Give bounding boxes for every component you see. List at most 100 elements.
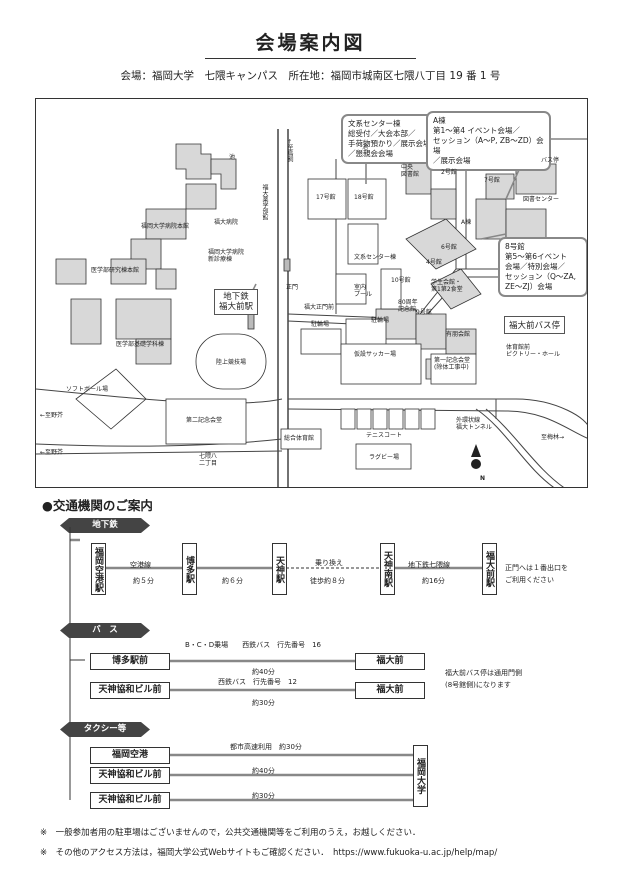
map-label: テニスコート [366, 432, 403, 439]
callout-line: セッション（A～P, ZB～ZD）会場 [433, 136, 544, 155]
footnote: ※ その他のアクセス方法は，福岡大学公式Webサイトもご確認ください． http… [40, 848, 498, 858]
title-underline [205, 58, 416, 59]
subway-transfer: 乗り換え [315, 559, 343, 567]
callout-building-8: 8号館 第5～第6イベント 会場／特別会場／ セッション（Q～ZA, ZE～ZJ… [498, 237, 587, 297]
station-fukudaimae: 福大前駅 [482, 543, 497, 595]
bus-label: バ ス [60, 623, 150, 638]
map-label: バス停 [541, 157, 560, 164]
map-label: 外環状線 福大トンネル [456, 417, 492, 431]
callout-line: A棟 [433, 116, 446, 125]
callout-line: 手荷物預かり／展示会場 [348, 139, 431, 148]
subway-seg4-time: 約16分 [422, 577, 445, 585]
bus-route1-time: 約40分 [252, 668, 275, 676]
taxi-route1-line: 都市高速利用 約30分 [230, 743, 302, 751]
bus-route2-to: 福大前 [355, 682, 425, 699]
callout-a-building: A棟 第1～第4 イベント会場／ セッション（A～P, ZB～ZD）会場 ／展示… [426, 111, 551, 171]
taxi-route2-time: 約40分 [252, 767, 275, 775]
callout-line: ／懇親会会場 [348, 149, 393, 158]
map-label: 6号館 [441, 244, 457, 251]
map-label: 仮設サッカー場 [354, 351, 397, 358]
map-label: 10号館 [391, 277, 411, 284]
map-label: A棟 [461, 219, 472, 226]
map-label: 陸上競技場 [216, 359, 247, 366]
map-label: 七隈八 二丁目 [199, 453, 218, 467]
callout-line: 第1～第4 イベント会場／ [433, 126, 520, 135]
subway-transfer-walk: 徒歩約８分 [310, 577, 345, 585]
map-label: 体育館前 ピクトリー・ホール [506, 344, 561, 358]
subway-exit-note: ご利用ください [505, 576, 554, 584]
map-label: ラグビー場 [369, 454, 400, 461]
map-label: 福大薬学部館 [261, 184, 268, 220]
map-label: 福岡大学病院本館 [141, 223, 190, 230]
venue-address: 会場：福岡大学 七隈キャンパス 所在地：福岡市城南区七隈八丁目 19 番 1 号 [120, 70, 501, 82]
map-label: 文系センター棟 [354, 254, 397, 261]
map-label: 駐輪場 [311, 321, 330, 328]
callout-line: ZE～ZJ）会場 [505, 282, 553, 291]
map-label: 80周年 記念館 [398, 299, 418, 313]
footnote: ※ 一般参加者用の駐車場はございませんので，公共交通機関等をご利用のうえ，お越し… [40, 828, 421, 838]
map-label: 福岡大学病院 新診療棟 [208, 249, 245, 263]
bus-stop-note: 福大前バス停は通用門側 [445, 669, 522, 677]
station-tenjin: 天神駅 [272, 543, 287, 595]
station-line: 地下鉄 [223, 292, 249, 302]
map-label: ←至野芥 [40, 412, 64, 419]
map-label: 至梅林→ [541, 434, 565, 441]
taxi-route1-from: 福岡空港 [90, 747, 170, 764]
map-drawing [36, 129, 587, 487]
north-arrow [471, 444, 481, 469]
station-fukuoka-airport: 福岡空港駅 [91, 543, 106, 595]
bus-route2-from: 天神協和ビル前 [90, 682, 170, 699]
subway-label: 地下鉄 [60, 518, 150, 533]
map-label: 中央 図書館 [401, 164, 420, 178]
map-label: 7号館 [484, 177, 500, 184]
map-label: 総合体育館 [284, 435, 315, 442]
taxi-route2-from: 天神協和ビル前 [90, 767, 170, 784]
bus-route1-line: B・C・D乗場 西鉄バス 行先番号 16 [185, 641, 321, 649]
map-label: 池 [362, 144, 369, 151]
taxi-route3-from: 天神協和ビル前 [90, 792, 170, 809]
subway-exit-note: 正門へは１番出口を [505, 564, 568, 572]
map-label: 福大病院 [214, 219, 239, 226]
map-label: 第一記念会堂 (除体工事中) [434, 357, 471, 371]
subway-seg1-line: 空港線 [130, 561, 151, 569]
subway-seg2-time: 約６分 [222, 577, 243, 585]
subway-seg1-time: 約５分 [133, 577, 154, 585]
map-label: 正門 [286, 284, 299, 291]
map-label: ソフトボール場 [66, 386, 109, 393]
map-label: 福大正門前 [304, 304, 335, 311]
subway-seg4-line: 地下鉄七隈線 [408, 561, 450, 569]
taxi-destination: 福岡大学 [413, 745, 428, 807]
map-label: 医学部基礎学科棟 [116, 341, 165, 348]
bus-stop-label: 福大前バス停 [504, 316, 566, 334]
map-label: 9号館 [416, 309, 432, 316]
map-label: 17号館 [316, 194, 336, 201]
station-tenjin-minami: 天神南駅 [380, 543, 395, 595]
map-label: ←至鳥飼 [286, 139, 293, 163]
bus-stop-note: (8号館側)になります [445, 681, 511, 689]
bus-route2-time: 約30分 [252, 699, 275, 707]
station-hakata: 博多駅 [182, 543, 197, 595]
map-label: 学生会館・ 第1第2食堂 [431, 279, 463, 293]
map-label: 有朋会館 [446, 331, 471, 338]
map-label: 第二記念会堂 [186, 417, 223, 424]
taxi-route3-time: 約30分 [252, 792, 275, 800]
map-label: ←至野芥 [40, 449, 64, 456]
transport-section-title: ●交通機関のご案内 [42, 498, 153, 513]
map-label: 医学部研究棟本館 [91, 267, 140, 274]
callout-line: ／展示会場 [433, 156, 471, 165]
callout-line: 第5～第6イベント [505, 252, 568, 261]
map-label: 4号館 [426, 259, 442, 266]
bus-route1-to: 福大前 [355, 653, 425, 670]
north-label: N [480, 475, 486, 482]
bus-route2-line: 西鉄バス 行先番号 12 [218, 678, 297, 686]
station-label: 地下鉄 福大前駅 [214, 289, 259, 315]
station-line: 福大前駅 [219, 302, 254, 312]
map-label: 2号館 [441, 169, 457, 176]
map-label: 18号館 [354, 194, 374, 201]
page-title: 会場案内図 [255, 32, 366, 54]
map-label: 池 [229, 154, 236, 161]
map-label: 室内 プール [354, 284, 373, 298]
bus-route1-from: 博多駅前 [90, 653, 170, 670]
callout-line: 文系センター棟 [348, 119, 401, 128]
